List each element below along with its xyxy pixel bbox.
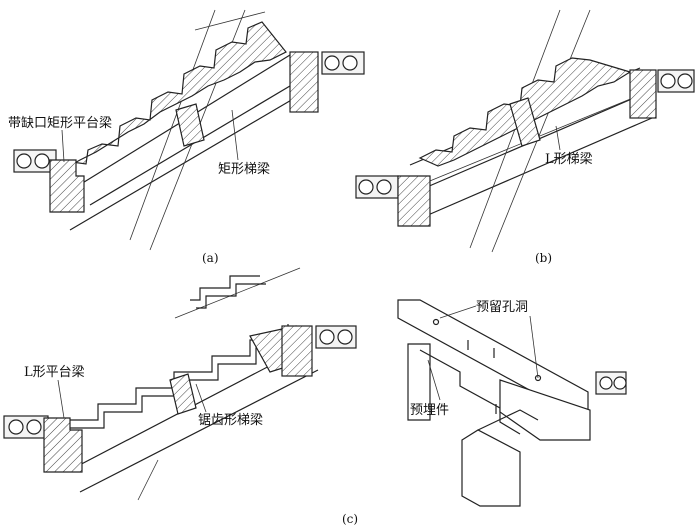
panel-c-left-leader-platform bbox=[57, 379, 65, 419]
panel-c-stair-beam-label: 锯齿形梯梁 bbox=[198, 413, 263, 428]
panel-a-right-beam bbox=[289, 51, 319, 113]
panel-c-embedded-part-label: 预埋件 bbox=[410, 403, 449, 418]
panel-c-platform-beam-label: L形平台梁 bbox=[24, 365, 85, 380]
panel-b-floor-slab-right bbox=[657, 69, 695, 93]
panel-a-floor-slab-left bbox=[13, 149, 57, 173]
panel-c-left-floor-slab-right bbox=[315, 325, 357, 349]
panel-c-reserved-hole-label: 预留孔洞 bbox=[476, 300, 528, 315]
panel-c-right-beam-body bbox=[397, 299, 591, 507]
panel-c-left-floor-slab-left bbox=[3, 415, 49, 439]
panel-c-right-leader-embedded bbox=[427, 359, 441, 401]
panel-a-leader-beam bbox=[231, 109, 239, 161]
panel-a-platform-beam bbox=[49, 159, 85, 213]
panel-b-leader-beam bbox=[555, 125, 561, 151]
panel-b-stair-beam-label: L形梯梁 bbox=[545, 152, 593, 167]
panel-c-left: L形平台梁 锯齿形梯梁 bbox=[3, 267, 357, 501]
panel-c-right-leader-hole-1 bbox=[439, 305, 477, 319]
panel-c-right: 预留孔洞 预埋件 bbox=[397, 299, 627, 507]
panel-b-caption: (b) bbox=[535, 251, 552, 265]
panel-c-left-right-beam bbox=[281, 325, 313, 377]
panel-b: L形梯梁 (b) bbox=[355, 9, 695, 265]
panel-c-right-floor-slab bbox=[595, 371, 627, 395]
panel-b-platform-beam bbox=[397, 175, 431, 227]
panel-a-platform-beam-label: 带缺口矩形平台梁 bbox=[8, 116, 112, 131]
panel-c-left-stair-beam-section bbox=[169, 373, 197, 415]
panel-a-stair-beam-label: 矩形梯梁 bbox=[218, 162, 270, 177]
panel-a-floor-slab-right bbox=[321, 51, 365, 75]
panel-b-floor-slab-left bbox=[355, 175, 399, 199]
panel-b-right-beam bbox=[629, 69, 657, 119]
panel-c-right-leader-hole-2 bbox=[529, 315, 539, 379]
panel-c-left-leader-beam bbox=[195, 383, 207, 413]
panel-c-left-beam-lines bbox=[69, 267, 319, 501]
panel-a-stair-beam-section bbox=[175, 103, 205, 147]
panel-c-caption: (c) bbox=[342, 512, 358, 526]
panel-b-stair-beam-section bbox=[509, 97, 541, 147]
panel-a: 带缺口矩形平台梁 矩形梯梁 (a) bbox=[8, 9, 365, 265]
panel-a-caption: (a) bbox=[202, 251, 219, 265]
panel-c-left-platform-beam bbox=[43, 417, 83, 473]
panel-a-steps bbox=[61, 21, 287, 171]
panel-a-leader-platform bbox=[61, 129, 65, 163]
